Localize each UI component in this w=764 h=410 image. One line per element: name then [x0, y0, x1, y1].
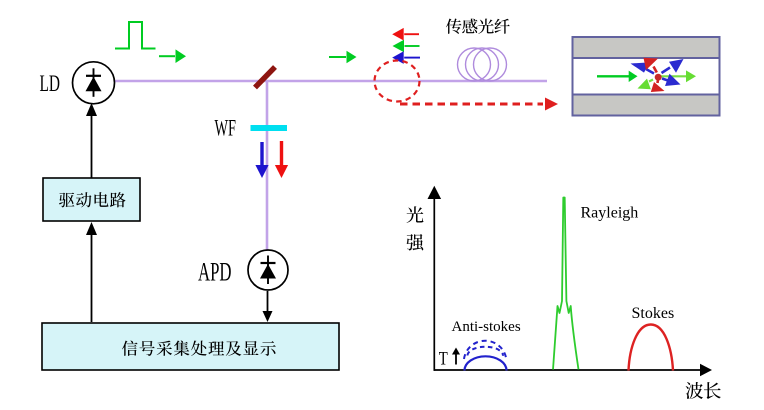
svg-text:APD: APD — [198, 258, 232, 287]
svg-text:Rayleigh: Rayleigh — [581, 205, 639, 222]
svg-text:Anti-stokes: Anti-stokes — [452, 319, 521, 335]
svg-text:WF: WF — [215, 116, 237, 141]
svg-text:T: T — [439, 349, 448, 370]
svg-text:Stokes: Stokes — [632, 305, 675, 322]
svg-text:LD: LD — [40, 71, 61, 96]
